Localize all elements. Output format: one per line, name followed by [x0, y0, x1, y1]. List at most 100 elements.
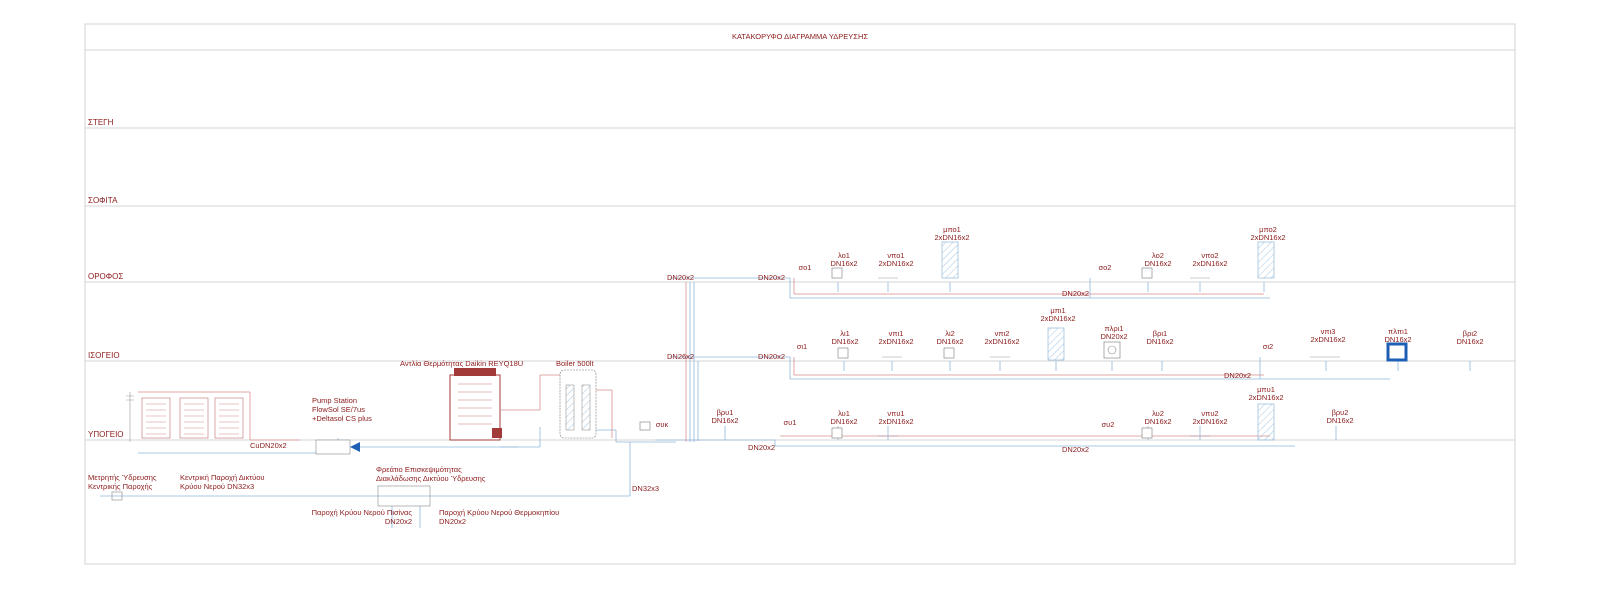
water-meter-icon: [111, 491, 123, 501]
fixture-size: DN16x2: [936, 337, 963, 346]
boiler-icon: [559, 369, 597, 439]
fixture-code: σο1: [799, 263, 812, 272]
level-ground-floor: ΙΣΟΓΕΙΟ: [88, 351, 120, 360]
fixture-size: DN16x2: [1456, 337, 1483, 346]
pool-supply-label: Παροχή Κρύου Νερού Πισίνας: [312, 508, 413, 517]
fixture-code: μπο2: [1259, 225, 1277, 234]
pipe-basement-collector-1: DN20x2: [748, 443, 775, 452]
pipe-riser-ground-left: DN26x2: [667, 352, 694, 361]
boiler-label: Boiler 500lt: [556, 359, 594, 368]
basement-labels: συκ βρυ1 DN16x2 συ1 λυ1 DN16x2 νπυ1 2xDN…: [656, 385, 1354, 429]
fixture-size: 2xDN16x2: [878, 337, 913, 346]
fixture-size: 2xDN16x2: [1250, 233, 1285, 242]
level-basement: ΥΠΟΓΕΙΟ: [88, 430, 124, 439]
solar-collector-icon: [126, 392, 244, 442]
heat-pump-label: Αντλία Θερμότητας Daikin REYQ18U: [400, 359, 523, 368]
fixture-code: λι2: [945, 329, 955, 338]
manhole-label-1: Φρεάτιο Επισκεψιμότητας: [376, 465, 462, 474]
fixture-code: μπο1: [943, 225, 961, 234]
fixture-size: DN20x2: [1100, 332, 1127, 341]
fixture-code: νπο2: [1201, 251, 1218, 260]
fixture-size: DN16x2: [711, 416, 738, 425]
basement-network: [639, 403, 1337, 447]
central-supply-label-2: Κρύου Νερού DN32x3: [180, 482, 254, 491]
fixture-code: νπυ1: [887, 409, 904, 418]
fixture-code: μπυ1: [1257, 385, 1275, 394]
pipe-riser-first-right: DN20x2: [758, 273, 785, 282]
fixture-code: νπο1: [887, 251, 904, 260]
fixture-size: 2xDN16x2: [1192, 417, 1227, 426]
fixture-code: σο2: [1099, 263, 1112, 272]
fixture-size: DN16x2: [831, 337, 858, 346]
fixture-code: σι2: [1263, 342, 1273, 351]
fixture-size: 2xDN16x2: [934, 233, 969, 242]
pipe-riser-ground-right: DN20x2: [758, 352, 785, 361]
fixture-code: νπι2: [995, 329, 1010, 338]
fixture-size: 2xDN16x2: [1192, 259, 1227, 268]
level-first-floor: ΟΡΟΦΟΣ: [88, 272, 123, 281]
main-supply-network: [100, 368, 676, 528]
ground-floor-labels: σι1 λι1 DN16x2 νπι1 2xDN16x2 λι2 DN16x2 …: [797, 306, 1484, 351]
fixture-size: 2xDN16x2: [878, 417, 913, 426]
pipe-riser-first-left: DN20x2: [667, 273, 694, 282]
fixture-code: λυ2: [1152, 409, 1164, 418]
pump-station-label-1: Pump Station: [312, 396, 357, 405]
ground-floor-network: [789, 327, 1471, 380]
fixture-size: DN16x2: [1144, 417, 1171, 426]
drawing-frame: [84, 23, 1516, 565]
risers: [655, 277, 790, 442]
fixture-size: DN16x2: [1144, 259, 1171, 268]
diagram-title: ΚΑΤΑΚΟΡΥΦΟ ΔΙΑΓΡΑΜΜΑ ΥΔΡΕΥΣΗΣ: [732, 32, 868, 41]
pump-station-label-2: FlowSol SE/7us: [312, 405, 365, 414]
fixture-code: σι1: [797, 342, 807, 351]
pipe-basement-collector-2: DN20x2: [1062, 445, 1089, 454]
pipe-cu-label: CuDN20x2: [250, 441, 287, 450]
fixture-code: λο2: [1152, 251, 1164, 260]
fixture-code: πλπι1: [1388, 327, 1408, 336]
level-roof: ΣΤΕΓΗ: [88, 118, 114, 127]
first-floor-labels: σο1 λο1 DN16x2 νπο1 2xDN16x2 μπο1 2xDN16…: [799, 225, 1286, 272]
level-attic: ΣΟΦΙΤΑ: [88, 196, 118, 205]
fixture-code: συκ: [656, 420, 669, 429]
fixture-code: πλρι1: [1104, 324, 1123, 333]
meter-label-1: Μετρητής Ύδρευσης: [88, 473, 157, 482]
pump-station-icon: [315, 439, 360, 455]
greenhouse-supply-label: Παροχή Κρύου Νερού Θερμοκηπίου: [439, 508, 559, 517]
manhole-label-2: Διακλάδωσης Δικτύου Ύδρευσης: [376, 474, 486, 483]
fixture-code: λο1: [838, 251, 850, 260]
fixture-size: DN16x2: [1384, 335, 1411, 344]
pipe-ground-collector: DN20x2: [1224, 371, 1251, 380]
fixture-size: 2xDN16x2: [1248, 393, 1283, 402]
fixture-code: βρι1: [1153, 329, 1167, 338]
greenhouse-supply-size: DN20x2: [439, 517, 466, 526]
first-floor-network: [789, 241, 1275, 299]
meter-label-2: Κεντρικής Παροχής: [88, 482, 153, 491]
fixture-code: λυ1: [838, 409, 850, 418]
fixture-size: 2xDN16x2: [1040, 314, 1075, 323]
fixture-code: βρυ1: [717, 408, 734, 417]
fixture-code: συ2: [1102, 420, 1115, 429]
fixture-code: μπι1: [1050, 306, 1065, 315]
fixture-code: συ1: [784, 418, 797, 427]
fixture-size: 2xDN16x2: [878, 259, 913, 268]
pool-supply-size: DN20x2: [385, 517, 412, 526]
fixture-code: νπι1: [889, 329, 904, 338]
highlighted-fixture-icon: [1386, 342, 1408, 362]
fixture-code: βρυ2: [1332, 408, 1349, 417]
manhole-icon: [377, 485, 431, 507]
pump-station-label-3: +Deltasol CS plus: [312, 414, 372, 423]
fixture-size: DN16x2: [830, 259, 857, 268]
fixture-code: νπυ2: [1201, 409, 1218, 418]
fixture-size: DN16x2: [1326, 416, 1353, 425]
fixture-size: DN16x2: [1146, 337, 1173, 346]
fixture-size: 2xDN16x2: [984, 337, 1019, 346]
fixture-code: βρι2: [1463, 329, 1477, 338]
heat-pump-icon: [449, 368, 502, 441]
fixture-code: λι1: [840, 329, 850, 338]
pipe-dn32-label: DN32x3: [632, 484, 659, 493]
pipe-first-collector: DN20x2: [1062, 289, 1089, 298]
fixture-size: 2xDN16x2: [1310, 335, 1345, 344]
fixture-code: νπι3: [1321, 327, 1336, 336]
fixture-size: DN16x2: [830, 417, 857, 426]
